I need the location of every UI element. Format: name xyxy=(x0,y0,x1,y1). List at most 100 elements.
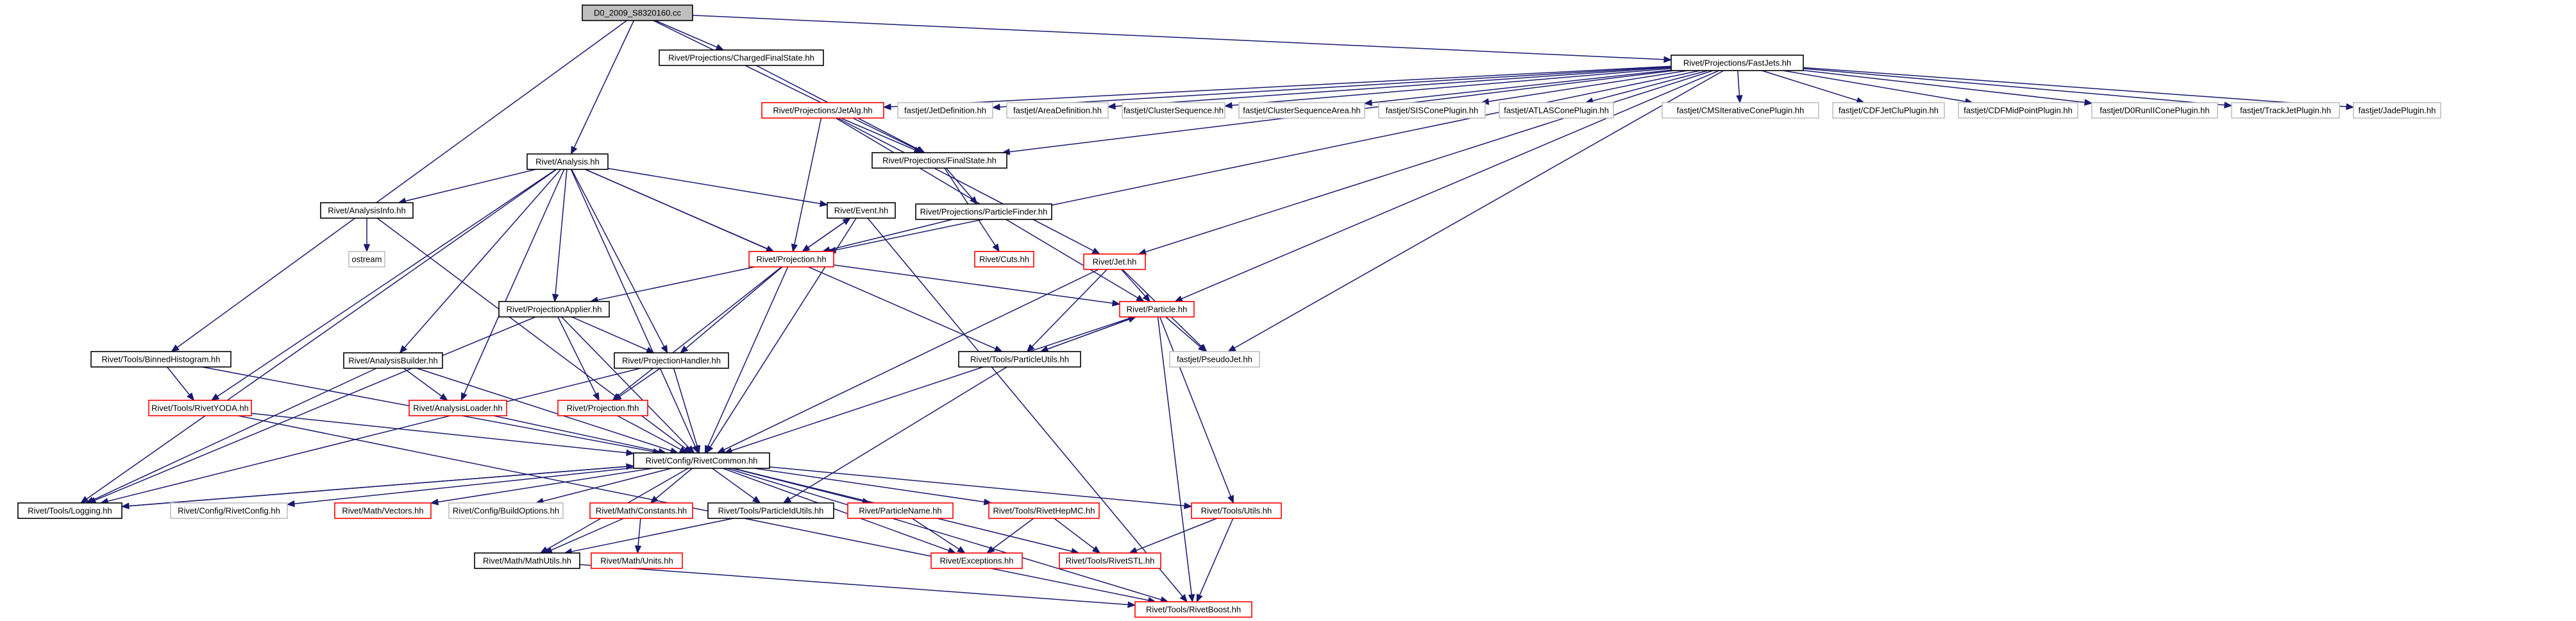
node-finalstate[interactable]: Rivet/Projections/FinalState.hh xyxy=(871,152,1007,169)
node-mathutils[interactable]: Rivet/Math/MathUtils.hh xyxy=(474,552,580,569)
edge-arrowhead xyxy=(1174,295,1183,302)
edge-arrowhead xyxy=(1363,99,1372,106)
node-root[interactable]: D0_2009_S8320160.cc xyxy=(582,4,693,21)
node-box xyxy=(582,4,693,21)
edge-root-to-binnedhisto xyxy=(171,20,627,352)
node-box xyxy=(2353,102,2441,119)
node-label: fastjet/TrackJetPlugin.hh xyxy=(2240,106,2331,115)
node-particle[interactable]: Rivet/Particle.hh xyxy=(1119,301,1195,318)
node-rivetyoda[interactable]: Rivet/Tools/RivetYODA.hh xyxy=(148,400,252,416)
node-label: Rivet/AnalysisBuilder.hh xyxy=(348,356,437,366)
edge-line xyxy=(1762,70,1858,101)
edge-arrowhead xyxy=(1111,300,1121,307)
edge-fastjets-to-fj_trackjet xyxy=(1803,68,2233,109)
edge-jetalg-to-finalstate xyxy=(840,117,923,153)
node-label: fastjet/AreaDefinition.hh xyxy=(1013,106,1102,115)
edge-rivethepmc-to-exceptions xyxy=(986,518,1034,554)
edge-arrowhead xyxy=(171,345,180,352)
edge-projhandler-to-projectionfhh xyxy=(613,368,661,401)
edge-fastjets-to-fj_cmscone xyxy=(1736,70,1743,104)
node-constants[interactable]: Rivet/Math/Constants.hh xyxy=(589,502,693,519)
node-label: fastjet/ATLASConePlugin.hh xyxy=(1504,106,1609,115)
node-projectionfhh[interactable]: Rivet/Projection.fhh xyxy=(557,400,648,416)
node-projapplier[interactable]: Rivet/ProjectionApplier.hh xyxy=(498,301,610,318)
edge-arrowhead xyxy=(1184,502,1193,509)
edge-analysisinfo-to-rivetcommon xyxy=(376,217,692,454)
node-analysisloader[interactable]: Rivet/AnalysisLoader.hh xyxy=(408,400,507,416)
edge-line xyxy=(833,264,1113,304)
node-rivetstl[interactable]: Rivet/Tools/RivetSTL.hh xyxy=(1059,552,1161,569)
edge-line xyxy=(731,316,1134,452)
edge-line xyxy=(653,20,918,150)
node-analysis[interactable]: Rivet/Analysis.hh xyxy=(526,153,609,170)
node-fj_cmscone: fastjet/CMSIterativeConePlugin.hh xyxy=(1662,102,1819,119)
edge-line xyxy=(405,169,536,202)
edge-arrowhead xyxy=(210,393,220,401)
node-label: Rivet/Jet.hh xyxy=(1093,257,1137,267)
edge-arrowhead xyxy=(819,200,829,207)
node-particlefinder[interactable]: Rivet/Projections/ParticleFinder.hh xyxy=(915,203,1052,220)
node-label: Rivet/Math/Constants.hh xyxy=(596,506,687,516)
node-jetalg[interactable]: Rivet/Projections/JetAlg.hh xyxy=(761,102,884,119)
edge-line xyxy=(1803,69,2085,103)
node-rivetcommon[interactable]: Rivet/Config/RivetCommon.hh xyxy=(633,452,770,469)
node-event[interactable]: Rivet/Event.hh xyxy=(827,202,896,219)
node-analysisinfo[interactable]: Rivet/AnalysisInfo.hh xyxy=(320,202,414,219)
node-rivetboost[interactable]: Rivet/Tools/RivetBoost.hh xyxy=(1134,601,1252,618)
edge-line xyxy=(837,117,1094,251)
node-particleidutils[interactable]: Rivet/Tools/ParticleIdUtils.hh xyxy=(707,502,834,519)
edge-particleidutils-to-mathutils xyxy=(564,518,734,555)
node-box xyxy=(2091,102,2218,119)
node-particlename[interactable]: Rivet/ParticleName.hh xyxy=(847,502,954,519)
node-vectors[interactable]: Rivet/Math/Vectors.hh xyxy=(334,502,432,519)
node-box xyxy=(1378,102,1486,119)
node-box xyxy=(707,502,834,519)
edge-fastjets-to-jetalg xyxy=(882,65,1672,110)
node-projection[interactable]: Rivet/Projection.hh xyxy=(748,251,834,268)
node-label: Rivet/Tools/RivetBoost.hh xyxy=(1146,605,1241,615)
node-box xyxy=(90,351,232,368)
edge-line xyxy=(890,65,1672,108)
edge-analysis-to-projapplier xyxy=(551,169,568,303)
node-fastjets[interactable]: Rivet/Projections/FastJets.hh xyxy=(1671,55,1804,71)
node-charged_fs[interactable]: Rivet/Projections/ChargedFinalState.hh xyxy=(659,49,824,66)
edge-analysis-to-projhandler xyxy=(571,169,668,354)
edge-line xyxy=(655,468,693,499)
node-jet[interactable]: Rivet/Jet.hh xyxy=(1083,253,1146,270)
edge-arrowhead xyxy=(626,449,635,456)
node-rivethepmc[interactable]: Rivet/Tools/RivetHepMC.hh xyxy=(988,502,1100,519)
edge-rivetcommon-to-constants xyxy=(650,468,693,504)
node-label: fastjet/CMSIterativeConePlugin.hh xyxy=(1677,106,1805,115)
edge-arrowhead xyxy=(842,217,851,225)
edge-arrowhead xyxy=(2084,99,2093,106)
edge-line xyxy=(464,169,565,395)
edge-mathutils-to-rivetboost xyxy=(579,564,1136,608)
edge-analysisbuilder-to-analysisloader xyxy=(403,368,448,401)
node-exceptions[interactable]: Rivet/Exceptions.hh xyxy=(930,552,1023,569)
node-label: Rivet/Analysis.hh xyxy=(535,157,600,167)
edge-arrowhead xyxy=(704,445,711,454)
node-binnedhisto[interactable]: Rivet/Tools/BinnedHistogram.hh xyxy=(90,351,232,368)
edge-line xyxy=(686,266,783,349)
node-logging[interactable]: Rivet/Tools/Logging.hh xyxy=(17,502,122,519)
edge-line xyxy=(835,70,1701,251)
edge-arrowhead xyxy=(399,345,408,353)
node-layer: D0_2009_S8320160.ccRivet/Projections/Cha… xyxy=(17,4,2441,618)
node-particleutils[interactable]: Rivet/Tools/ParticleUtils.hh xyxy=(958,351,1081,368)
node-utils[interactable]: Rivet/Tools/Utils.hh xyxy=(1191,502,1282,519)
node-fj_cdfmidpoint: fastjet/CDFMidPointPlugin.hh xyxy=(1958,102,2078,119)
node-analysisbuilder[interactable]: Rivet/AnalysisBuilder.hh xyxy=(343,352,443,369)
edge-line xyxy=(86,169,557,500)
edge-projection-to-rivetcommon xyxy=(704,266,789,454)
edge-line xyxy=(1231,67,1672,106)
edge-fastjets-to-fj_jade xyxy=(1803,67,2355,110)
edge-line xyxy=(1592,70,1708,101)
node-units[interactable]: Rivet/Math/Units.hh xyxy=(591,552,683,569)
edge-line xyxy=(561,316,690,448)
edge-line xyxy=(794,117,822,245)
node-cuts[interactable]: Rivet/Cuts.hh xyxy=(974,251,1034,268)
edge-line xyxy=(727,468,1162,600)
edge-line xyxy=(723,269,1099,450)
node-projhandler[interactable]: Rivet/ProjectionHandler.hh xyxy=(614,352,729,369)
edge-arrowhead xyxy=(551,294,559,303)
